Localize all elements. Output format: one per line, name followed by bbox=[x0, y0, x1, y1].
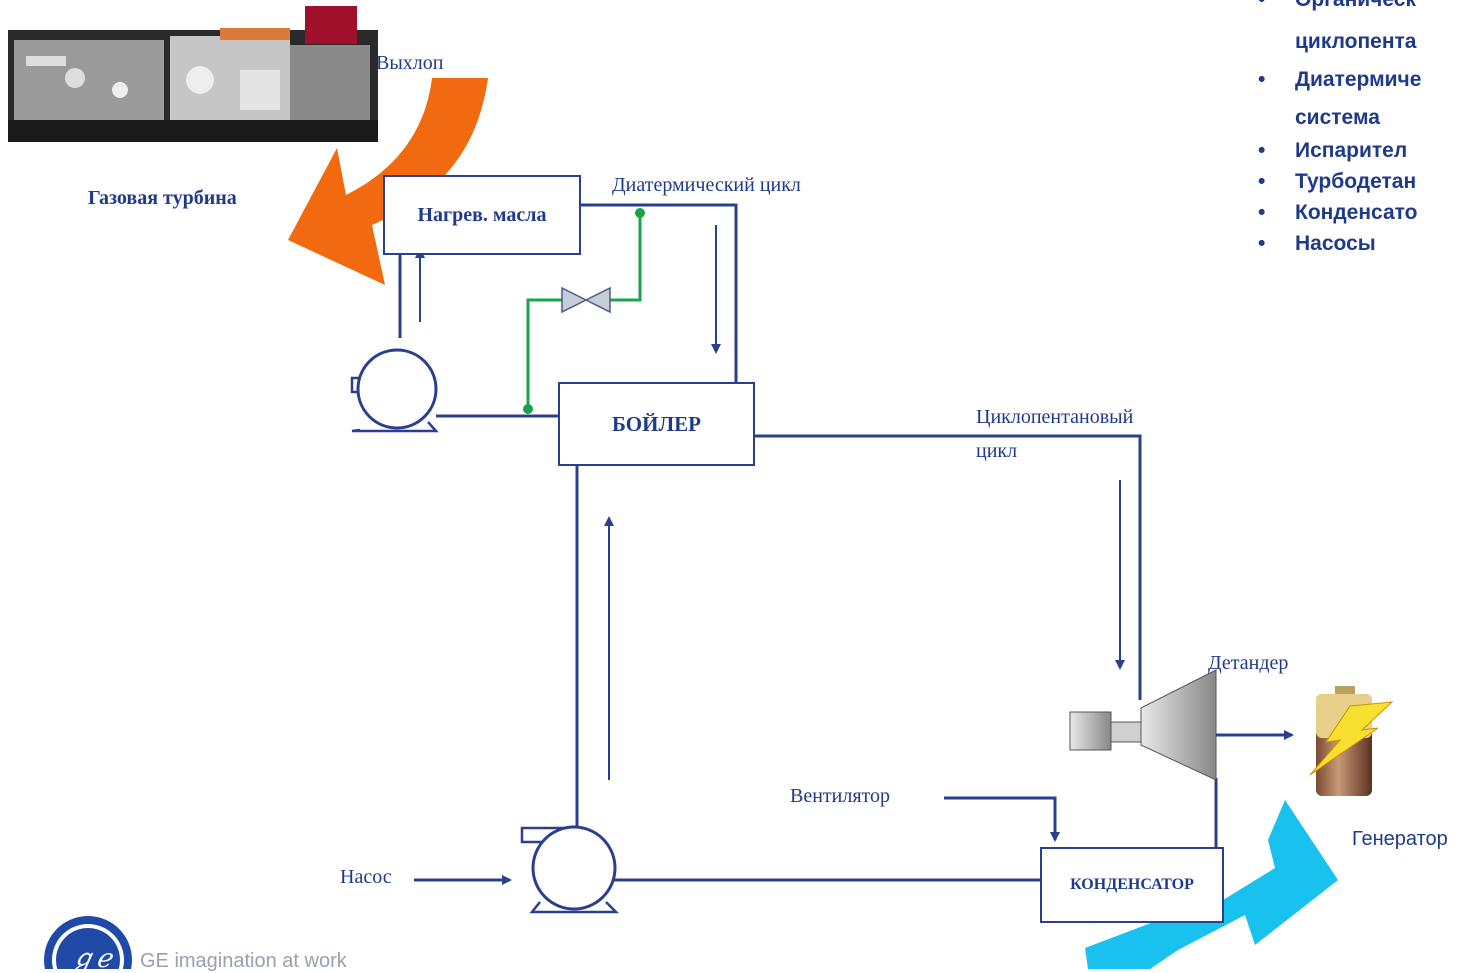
diathermic-cycle-label: Диатермический цикл bbox=[612, 174, 801, 197]
junction-dot bbox=[523, 404, 533, 414]
bullet-item: Органическ bbox=[1258, 0, 1421, 12]
bullet-item: Насосы bbox=[1258, 232, 1421, 256]
oil-bypass-line bbox=[528, 300, 562, 410]
fan-arrow bbox=[944, 798, 1055, 840]
fan-label: Вентилятор bbox=[790, 785, 890, 808]
gas-turbine-label: Газовая турбина bbox=[88, 187, 237, 210]
cyclopentane-cycle-label: Циклопентановый цикл bbox=[976, 400, 1133, 468]
bullet-item: Конденсато bbox=[1258, 201, 1421, 225]
bullet-item: Испарител bbox=[1258, 139, 1421, 163]
svg-text:ℊℯ: ℊℯ bbox=[70, 944, 114, 969]
logo-tagline: GE imagination at work bbox=[140, 950, 347, 973]
exhaust-label: Выхлоп bbox=[376, 52, 443, 75]
generator-label: Генератор bbox=[1352, 828, 1448, 851]
expander-icon bbox=[1070, 670, 1216, 780]
junction-dot bbox=[635, 208, 645, 218]
boiler-box: БОЙЛЕР bbox=[558, 382, 755, 466]
cyclopentane-cycle-line1: Циклопентановый bbox=[976, 406, 1133, 428]
bullet-item: Турбодетан bbox=[1258, 170, 1421, 194]
ge-logo: ℊℯ bbox=[44, 916, 132, 969]
bullet-item-continuation: циклопента bbox=[1258, 30, 1421, 54]
condenser-label: КОНДЕНСАТОР bbox=[1070, 876, 1194, 894]
cyclopentane-cycle-line2: цикл bbox=[976, 440, 1017, 462]
expander-label: Детандер bbox=[1208, 652, 1288, 675]
oil-bypass-line-2 bbox=[610, 213, 640, 300]
bullet-item-continuation: система bbox=[1258, 106, 1421, 130]
oil-heater-label: Нагрев. масла bbox=[417, 204, 546, 227]
condenser-box: КОНДЕНСАТОР bbox=[1040, 847, 1224, 923]
gas-turbine-illustration bbox=[8, 6, 378, 142]
equipment-bullet-list: Органическ циклопента Диатермиче система… bbox=[1258, 0, 1421, 180]
boiler-label: БОЙЛЕР bbox=[612, 412, 701, 437]
oil-heater-box: Нагрев. масла bbox=[383, 175, 581, 255]
main-pump-icon bbox=[522, 827, 616, 912]
oil-pump-icon bbox=[352, 350, 436, 431]
cyclopentane-loop-right bbox=[752, 436, 1140, 700]
battery-icon bbox=[1310, 686, 1392, 796]
valve-icon bbox=[562, 288, 610, 312]
bullet-item: Диатермиче bbox=[1258, 68, 1421, 92]
pump-label: Насос bbox=[340, 866, 392, 889]
